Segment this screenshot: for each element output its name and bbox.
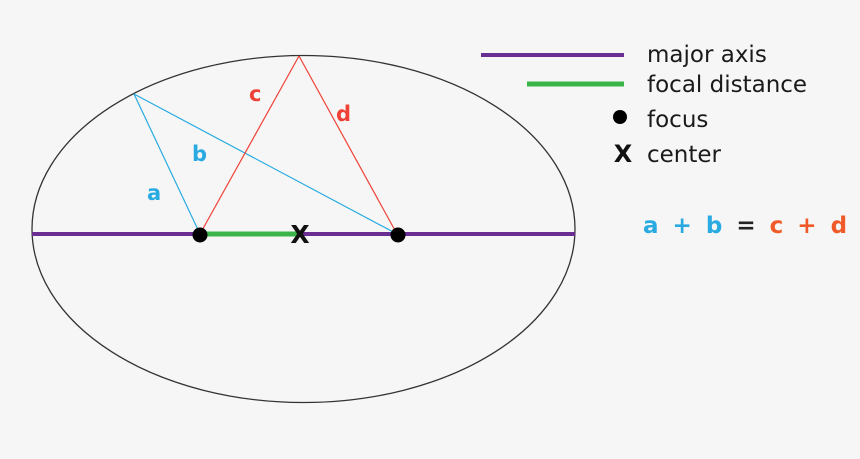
line-c [199, 55, 300, 235]
eq-a: a [643, 213, 659, 239]
legend-focus-label: focus [647, 107, 708, 133]
focus-left-dot [192, 227, 208, 243]
legend-focus-dot [613, 110, 627, 124]
legend-center-label: center [647, 142, 722, 168]
label-a: a [147, 181, 161, 205]
line-b [133, 93, 398, 235]
legend-focal-distance-label: focal distance [647, 72, 807, 98]
equation: a + b = c + d [643, 213, 847, 239]
eq-d: d [831, 213, 847, 239]
eq-plus-1: + [673, 213, 692, 239]
eq-c: c [770, 213, 784, 239]
svg-text:a + b =: a + b = c + d [643, 213, 847, 239]
eq-b: b [706, 213, 722, 239]
center-marker: X [290, 220, 309, 249]
legend-major-axis-label: major axis [647, 42, 767, 68]
label-d: d [336, 102, 351, 126]
eq-equals: = [736, 213, 755, 239]
focus-right-dot [390, 227, 406, 243]
ellipse [31, 54, 576, 404]
label-b: b [192, 142, 207, 166]
legend: major axis focal distance focus X center [481, 42, 807, 168]
legend-center-x-icon: X [614, 140, 633, 168]
eq-plus-2: + [797, 213, 816, 239]
line-d [298, 55, 398, 235]
label-c: c [249, 82, 261, 106]
line-a [133, 93, 201, 235]
